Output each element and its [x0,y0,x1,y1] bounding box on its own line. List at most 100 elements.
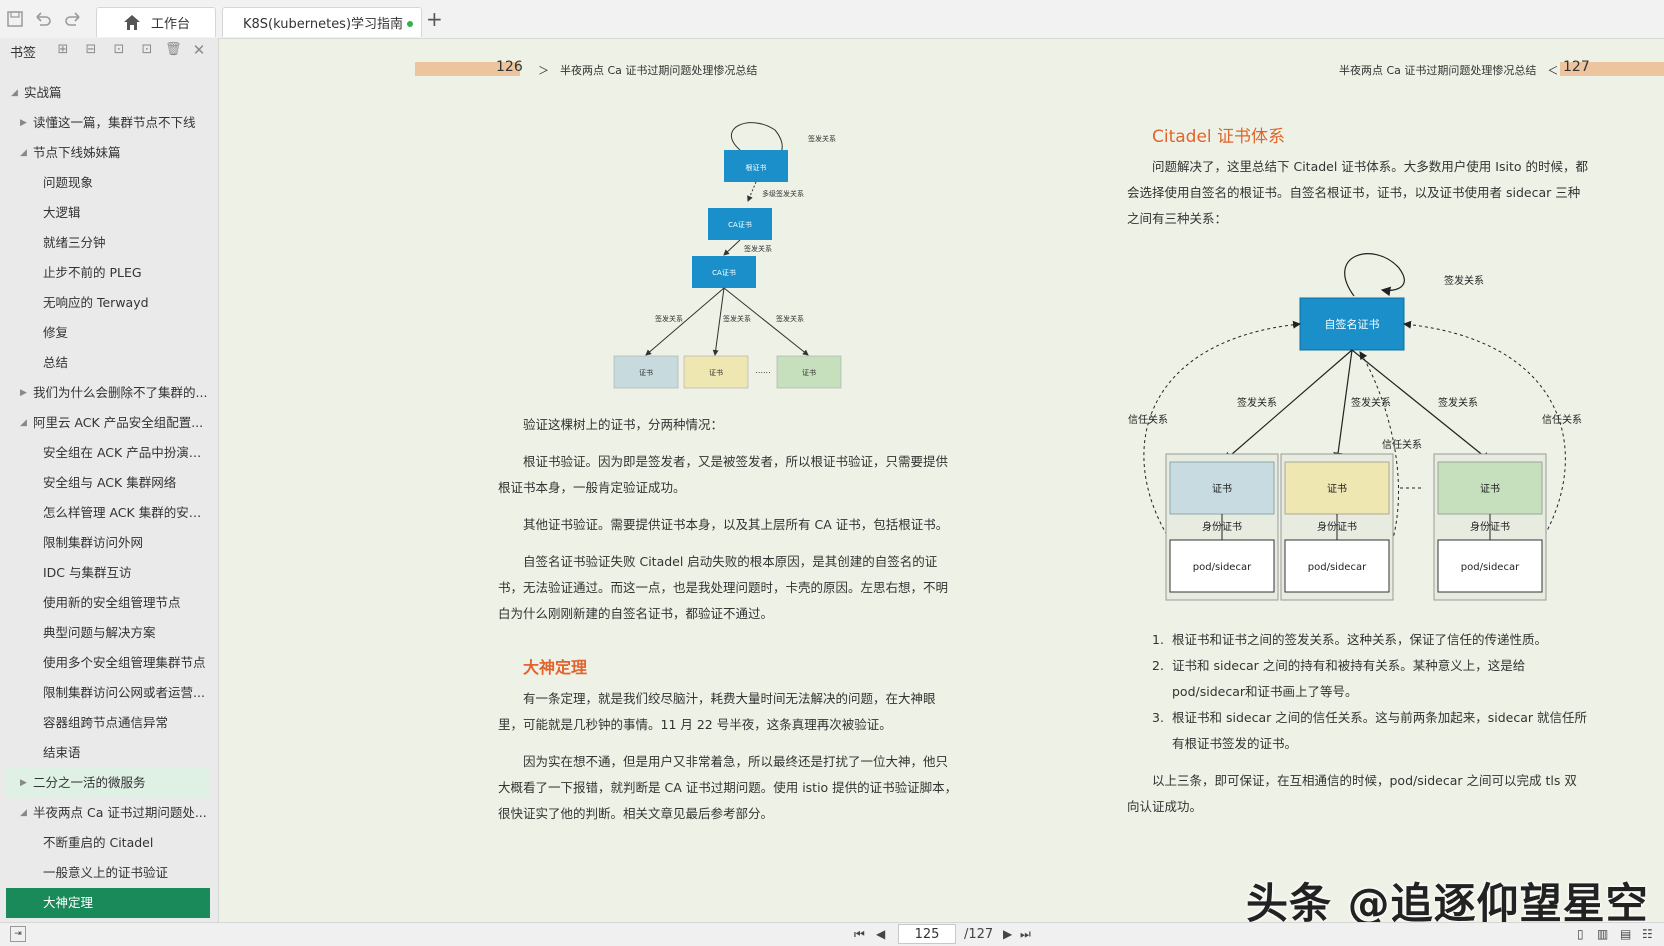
expand-arrow-icon[interactable]: ◢ [20,418,27,428]
page-header-text: ＞ 半夜两点 Ca 证书过期问题处理惨况总结 [538,64,758,77]
self-signed-root-node [1299,297,1405,351]
cert-node [1284,461,1390,515]
sidebar-item-label: 限制集群访问公网或者运营... [43,685,205,700]
sidebar-item-label: 结束语 [43,745,81,760]
sidebar-toggle-icon[interactable]: ⇥ [10,926,26,942]
sidebar-item-label: 二分之一活的微服务 [33,775,146,790]
expand-arrow-icon[interactable]: ◢ [20,148,27,158]
edge-label: 签发关系 [655,314,683,323]
page-number-input[interactable]: 125 [898,924,956,944]
page-header-bar [1560,62,1664,76]
add-bookmark-icon[interactable]: ⊡ [113,42,125,57]
sidebar-item[interactable]: 一般意义上的证书验证 [6,858,210,888]
first-page-icon[interactable]: ⏮ [854,927,865,941]
collapse-arrow-icon[interactable]: ▶ [20,778,27,788]
tab-document[interactable]: K8S(kubernetes)学习指南 [222,7,422,37]
sidebar-item[interactable]: 安全组在 ACK 产品中扮演的... [6,438,210,468]
edge-label: 签发关系 [1438,396,1478,409]
sidebar-item[interactable]: ◢ 半夜两点 Ca 证书过期问题处... [6,798,210,828]
last-page-icon[interactable]: ⏭ [1020,927,1031,941]
sidebar-item-label: 阿里云 ACK 产品安全组配置... [33,415,204,430]
sidebar-item[interactable]: 大神定理 [6,888,210,918]
edit-bookmark-icon[interactable]: ⊡ [141,42,153,57]
ca-cert-node [692,256,756,288]
section-heading: Citadel 证书体系 [1152,127,1286,147]
expand-arrow-icon[interactable]: ◢ [11,88,18,98]
sidebar-item[interactable]: ◢ 实战篇 [6,78,210,108]
sidebar-item-label: 典型问题与解决方案 [43,625,156,640]
sidebar-item-label: 就绪三分钟 [43,235,106,250]
sidebar-item[interactable]: ◢节点下线姊妹篇 [6,138,210,168]
redo-icon[interactable] [63,9,83,29]
sidebar-item-label: 我们为什么会删除不了集群的... [33,385,208,400]
expand-all-icon[interactable]: ⊞ [57,42,69,57]
tab-label: K8S(kubernetes)学习指南 [243,17,404,32]
sidebar-item[interactable]: ▶ 我们为什么会删除不了集群的... [6,378,210,408]
sidebar-item[interactable]: 问题现象 [6,168,210,198]
sidebar-item[interactable]: 怎么样管理 ACK 集群的安全... [6,498,210,528]
collapse-arrow-icon[interactable]: ▶ [20,388,27,398]
sidebar-item-label: 一般意义上的证书验证 [43,865,169,880]
sidebar-item-label: 安全组与 ACK 集群网络 [43,475,177,490]
undo-icon[interactable] [33,9,53,29]
single-page-view-icon[interactable]: ▯ [1577,927,1584,941]
sidebar-item-label: 半夜两点 Ca 证书过期问题处... [33,805,207,820]
sidebar-item[interactable]: IDC 与集群互访 [6,558,210,588]
sidebar-item[interactable]: 限制集群访问外网 [6,528,210,558]
sidebar-item[interactable]: 总结 [6,348,210,378]
pod-sidecar-node [1437,539,1543,593]
watermark: 头条 @追逐仰望星空 [1246,879,1649,928]
leaf-cert-node [776,355,842,389]
tab-label: 工作台 [151,17,191,32]
sidebar-item[interactable]: 无响应的 Terwayd [6,288,210,318]
paragraph: 验证这棵树上的证书，分两种情况： [523,417,724,432]
paragraph: 问题解决了，这里总结下 Citadel 证书体系。大多数用户使用 Isito 的… [1127,159,1588,226]
tab-home[interactable]: 工作台 [96,7,216,37]
paragraph: 以上三条，即可保证，在互相通信的时候，pod/sidecar 之间可以完成 tl… [1127,773,1577,814]
sidebar-item[interactable]: ▶ 二分之一活的微服务 [6,768,210,798]
sidebar-item[interactable]: 结束语 [6,738,210,768]
close-icon[interactable]: ✕ [192,41,206,59]
next-page-icon[interactable]: ▶ [1003,927,1013,941]
sidebar-item-label: 修复 [43,325,69,340]
sidebar-item[interactable]: 不断重启的 Citadel [6,828,210,858]
sidebar-item[interactable]: 限制集群访问公网或者运营... [6,678,210,708]
sidebar-item[interactable]: 止步不前的 PLEG [6,258,210,288]
sidebar-item[interactable]: 安全组与 ACK 集群网络 [6,468,210,498]
book-view-icon[interactable]: ☷ [1642,927,1653,941]
node-label: CA证书 [712,268,736,277]
new-tab-button[interactable]: + [426,7,443,31]
list-item: 3. 根证书和 sidecar 之间的信任关系。这与前两条加起来，sidecar… [1152,705,1592,757]
sidebar-item-label: 实战篇 [24,85,62,100]
collapse-all-icon[interactable]: ⊟ [85,42,97,57]
sidebar-item[interactable]: 使用多个安全组管理集群节点 [6,648,210,678]
sidebar-item[interactable]: 容器组跨节点通信异常 [6,708,210,738]
ellipsis: ...... [755,366,770,375]
save-icon[interactable] [5,9,25,29]
sidebar-item[interactable]: ◢ 阿里云 ACK 产品安全组配置... [6,408,210,438]
cert-node [1437,461,1543,515]
sidebar-item[interactable]: ▶读懂这一篇，集群节点不下线 [6,108,210,138]
list-text: 根证书和证书之间的签发关系。这种关系，保证了信任的传递性质。 [1172,632,1548,647]
list-text: 根证书和 sidecar 之间的信任关系。这与前两条加起来，sidecar 就信… [1172,710,1587,751]
edge-label: 多级签发关系 [762,189,804,198]
expand-arrow-icon[interactable]: ◢ [20,808,27,818]
node-label: pod/sidecar [1461,562,1520,573]
prev-page-icon[interactable]: ◀ [876,927,886,941]
sidebar-item[interactable]: 使用新的安全组管理节点 [6,588,210,618]
sidebar-item-label: 大逻辑 [43,205,81,220]
dual-page-view-icon[interactable]: ▥ [1597,927,1609,941]
node-label: 证书 [1327,483,1347,495]
list-item: 2. 证书和 sidecar 之间的持有和被持有关系。某种意义上，这是给 pod… [1152,653,1592,705]
sidebar-item[interactable]: 大逻辑 [6,198,210,228]
sidebar-item[interactable]: 修复 [6,318,210,348]
edge-label: 签发关系 [808,134,836,143]
delete-icon[interactable]: 🗑 [165,42,182,57]
sidebar-item[interactable]: 典型问题与解决方案 [6,618,210,648]
paragraph: 其他证书验证。需要提供证书本身，以及其上层所有 CA 证书，包括根证书。 [523,517,949,532]
sidebar-item[interactable]: 就绪三分钟 [6,228,210,258]
cert-node [1169,461,1275,515]
continuous-view-icon[interactable]: ▤ [1620,927,1632,941]
collapse-arrow-icon[interactable]: ▶ [20,118,27,128]
bookmark-tree: ◢ 实战篇 ▶读懂这一篇，集群节点不下线◢节点下线姊妹篇问题现象大逻辑就绪三分钟止步… [6,78,210,918]
